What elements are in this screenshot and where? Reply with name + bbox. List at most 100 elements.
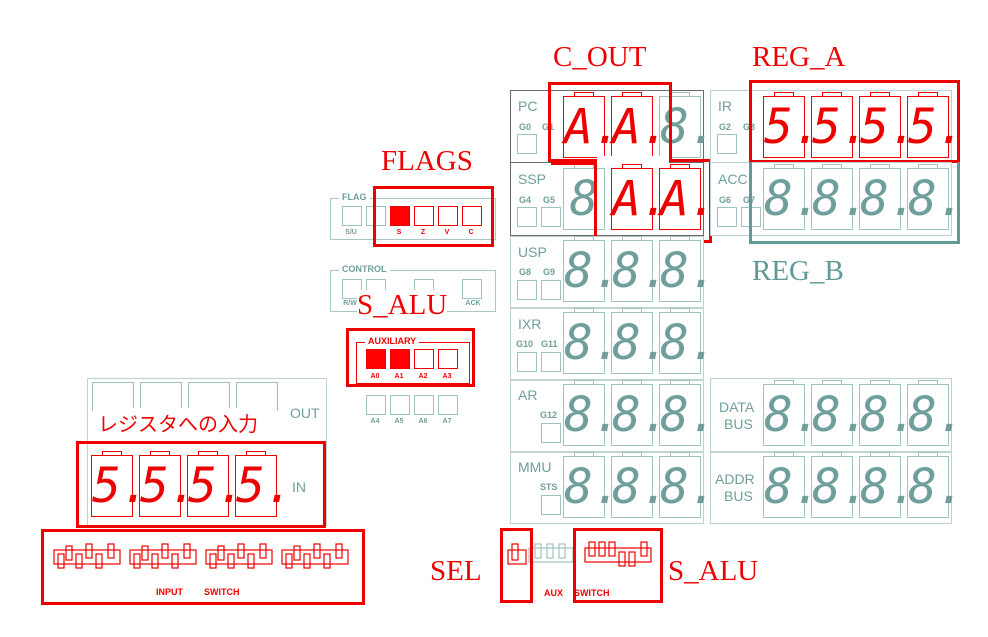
addr-bus-digit-2: 8. [859, 452, 918, 518]
ir-g2-button[interactable] [717, 134, 737, 154]
flag-z-button[interactable] [414, 206, 434, 226]
aux-a2-button[interactable] [414, 349, 434, 369]
c-out-box-join [551, 157, 596, 165]
acc-digit-3: 8. [907, 164, 966, 230]
ixr-g10-button[interactable] [517, 352, 537, 372]
ar-g12-label: G12 [540, 410, 558, 420]
pc-g0-label: G0 [519, 122, 532, 132]
ixr-g11-label: G11 [541, 339, 558, 349]
c-out-annotation: C_OUT [553, 41, 647, 73]
mmu-digit-2: 8. [659, 452, 718, 518]
pc-g0-button[interactable] [517, 134, 537, 154]
control-rw-label: R/W [343, 300, 357, 307]
usp-g8-label: G8 [519, 267, 532, 277]
control-title: CONTROL [339, 264, 390, 274]
addr-bus-label-2: BUS [724, 488, 753, 504]
mmu-digit-0: 8. [563, 452, 622, 518]
aux-a4-button[interactable] [366, 395, 386, 415]
ssp-g4-label: G4 [519, 195, 532, 205]
ixr-g11-button[interactable] [541, 352, 561, 372]
acc-digit-0: 8. [763, 164, 822, 230]
out-digit-3 [236, 382, 278, 411]
flag-s-button[interactable] [390, 206, 410, 226]
aux-a0-button[interactable] [366, 349, 386, 369]
s-alu-annotation-bottom: S_ALU [668, 555, 759, 587]
acc-digit-2: 8. [859, 164, 918, 230]
sel-annotation: SEL [430, 555, 482, 587]
ar-g12-button[interactable] [541, 423, 561, 443]
ar-digit-2: 8. [659, 380, 718, 446]
input-switch-label: INPUT [156, 587, 183, 597]
usp-g8-button[interactable] [517, 280, 537, 300]
data-bus-digit-3: 8. [907, 380, 966, 446]
aux-switch-mid [528, 543, 574, 563]
acc-g6-button[interactable] [717, 207, 737, 227]
usp-g9-button[interactable] [541, 280, 561, 300]
ir-label: IR [718, 98, 732, 114]
in-highlight-box [76, 441, 326, 528]
pc-label: PC [518, 98, 538, 114]
aux-switch-label: AUX [544, 588, 564, 598]
reg-a-highlight-box [749, 80, 960, 163]
ir-g2-label: G2 [719, 122, 732, 132]
data-bus-label-2: BUS [724, 416, 753, 432]
ssp-g5-button[interactable] [541, 207, 561, 227]
data-bus-digit-2: 8. [859, 380, 918, 446]
reg-a-annotation: REG_A [752, 41, 846, 73]
ixr-digit-1: 8. [611, 308, 670, 374]
aux-a7-button[interactable] [438, 395, 458, 415]
data-bus-label-1: DATA [719, 399, 755, 415]
flag-i-button[interactable] [366, 206, 386, 226]
reg-b-highlight-box [749, 162, 960, 244]
ssp-label: SSP [518, 171, 547, 187]
ssp-g4-button[interactable] [517, 207, 537, 227]
flag-z-label: Z [420, 229, 426, 236]
input-switch-highlight-box [41, 529, 365, 605]
flag-su-label: S/U [345, 229, 357, 236]
auxiliary-group: AUXILIARY [356, 336, 470, 384]
acc-label: ACC [718, 171, 748, 187]
input-switch-1 [129, 543, 197, 569]
flag-c-button[interactable] [462, 206, 482, 226]
addr-bus-label-1: ADDR [715, 471, 755, 487]
addr-bus-digit-1: 8. [811, 452, 870, 518]
control-ack-button[interactable] [462, 279, 482, 299]
ixr-digit-0: 8. [563, 308, 622, 374]
data-bus-digit-0: 8. [763, 380, 822, 446]
s-alu-annotation-top: S_ALU [357, 289, 448, 321]
s-alu-switch [584, 541, 652, 567]
flag-group: FLAG [330, 192, 496, 240]
ar-digit-1: 8. [611, 380, 670, 446]
c-out-highlight-box [548, 82, 672, 162]
input-switch-group[interactable] [52, 540, 352, 586]
aux-a5-button[interactable] [390, 395, 410, 415]
c-out-highlight-box-lower [594, 159, 712, 243]
aux-a3-button[interactable] [438, 349, 458, 369]
usp-g9-label: G9 [543, 267, 556, 277]
flag-v-button[interactable] [438, 206, 458, 226]
flag-title: FLAG [339, 192, 370, 202]
aux-a6-button[interactable] [414, 395, 434, 415]
aux-a4-label: A4 [370, 418, 380, 425]
aux-switch-group[interactable] [505, 538, 665, 584]
flag-v-label: V [444, 229, 450, 236]
control-ack-label: ACK [465, 300, 481, 307]
flag-su-button[interactable] [342, 206, 362, 226]
usp-label: USP [518, 244, 547, 260]
ssp-digit-0: 8 [563, 164, 605, 230]
aux-a6-label: A6 [418, 418, 428, 425]
aux-a2-label: A2 [418, 373, 428, 380]
ssp-g5-label: G5 [543, 195, 556, 205]
s-alu-switch-highlight-box [573, 528, 663, 603]
input-switch-label-2: SWITCH [204, 587, 240, 597]
out-digit-2 [188, 382, 230, 411]
ixr-g10-label: G10 [516, 339, 534, 349]
reg-b-annotation: REG_B [752, 255, 844, 287]
mmu-sts-button[interactable] [541, 495, 561, 515]
aux-a3-label: A3 [442, 373, 452, 380]
input-switch-2 [205, 543, 273, 569]
ixr-digit-2: 8. [659, 308, 718, 374]
aux-a1-button[interactable] [390, 349, 410, 369]
flags-highlight-box [373, 186, 494, 247]
addr-bus-digit-3: 8. [907, 452, 966, 518]
